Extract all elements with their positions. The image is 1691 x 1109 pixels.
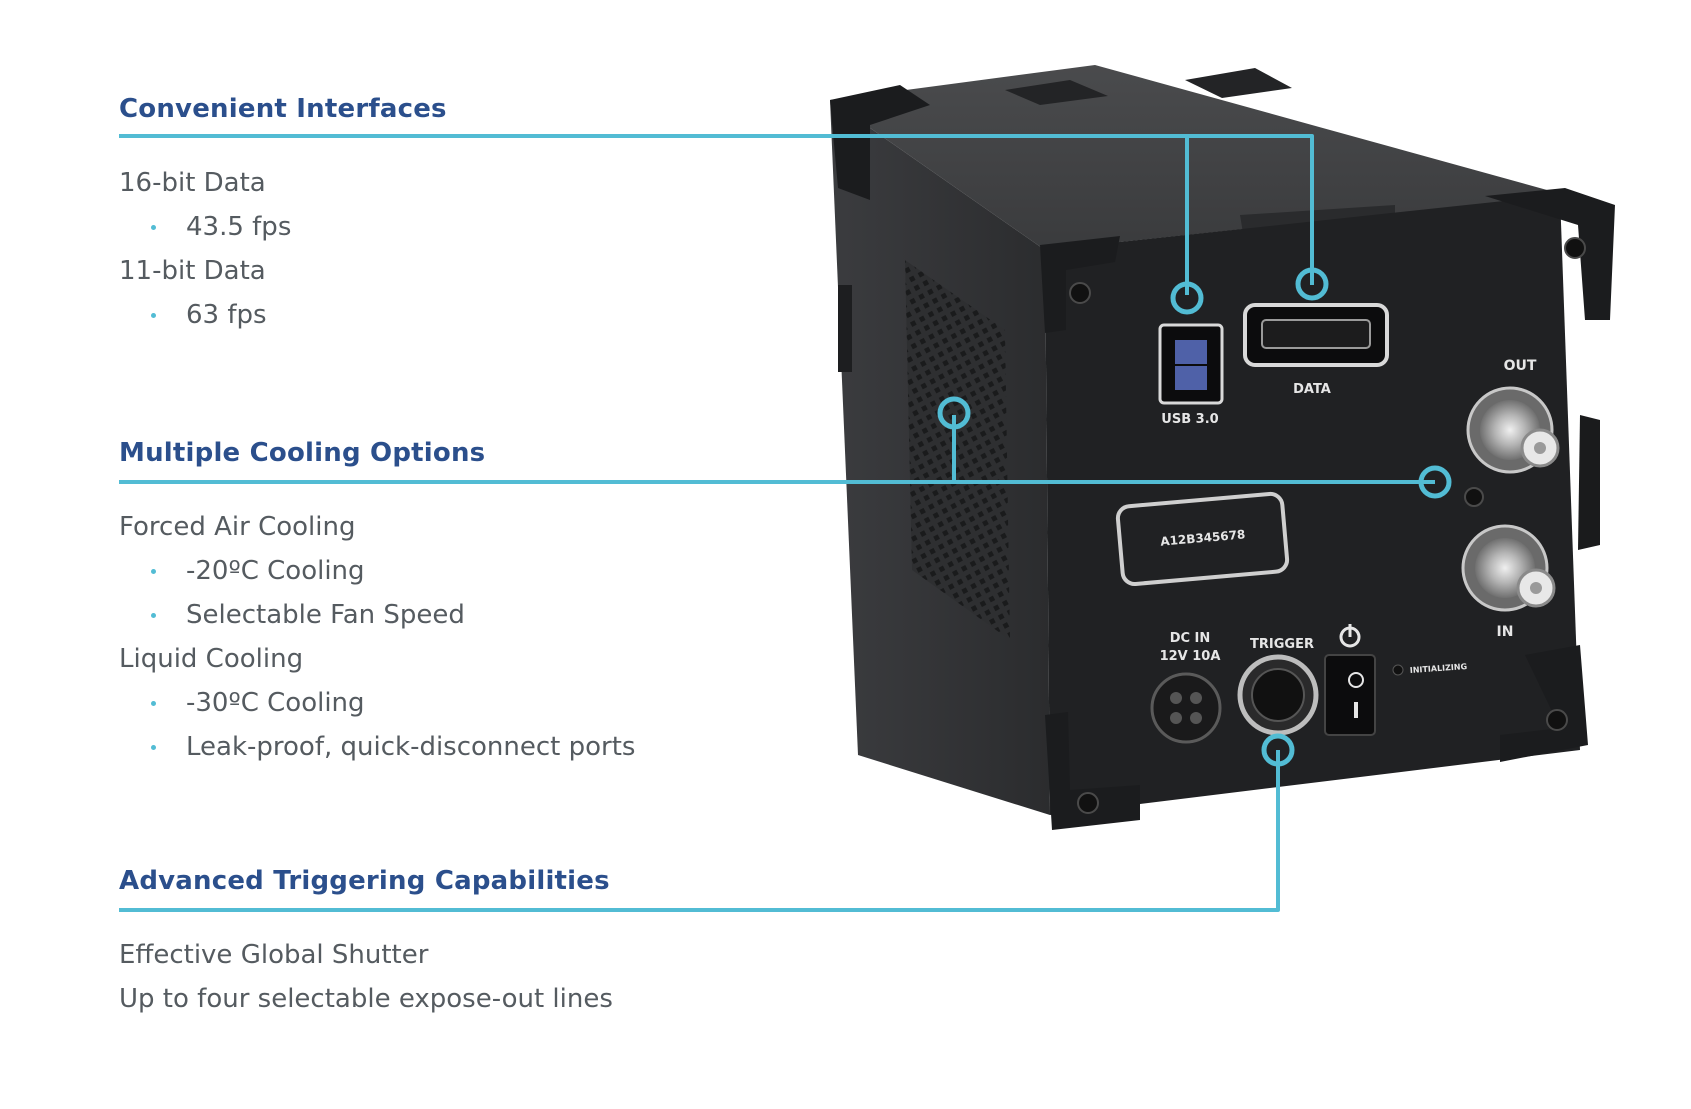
item-global-shutter: Effective Global Shutter [119,940,429,970]
item-fan-speed: Selectable Fan Speed [186,600,465,630]
power-icon [1339,624,1361,648]
callout-interfaces [119,134,1314,285]
section-title-triggering: Advanced Triggering Capabilities [119,866,610,896]
out-label: OUT [1504,358,1537,374]
marker-data [1295,267,1329,301]
dc-in-connector: DC IN 12V 10A [1150,631,1222,744]
usb-label: USB 3.0 [1161,412,1218,427]
power-switch: INITIALIZING [1324,624,1468,736]
out-connector: OUT [1466,358,1560,474]
bullet-dot [151,613,156,618]
corner-bumpers [830,85,1615,830]
item-leak-proof: Leak-proof, quick-disconnect ports [186,732,636,762]
item-11bit-fps: 63 fps [186,300,267,330]
in-label: IN [1497,624,1514,640]
trigger-label: TRIGGER [1250,637,1314,652]
bullet-dot [151,569,156,574]
usb-port: USB 3.0 [1158,323,1224,427]
item-liquid: Liquid Cooling [119,644,304,674]
section-title-cooling: Multiple Cooling Options [119,438,486,468]
marker-usb [1170,281,1204,315]
item-11bit: 11-bit Data [119,256,266,286]
bullet-dot [151,225,156,230]
dc-in-label: DC IN [1170,631,1211,646]
item-16bit-fps: 43.5 fps [186,212,292,242]
trigger-connector: TRIGGER [1237,637,1319,736]
section-title-interfaces: Convenient Interfaces [119,94,447,124]
bullet-dot [151,313,156,318]
bullet-dot [151,701,156,706]
screws [1069,237,1586,814]
camera-side-face [830,100,1050,815]
marker-vent [937,396,971,430]
item-expose-out: Up to four selectable expose-out lines [119,984,613,1014]
item-forced-air-temp: -20ºC Cooling [186,556,365,586]
callout-markers [937,267,1452,767]
marker-trigger [1261,733,1295,767]
item-liquid-temp: -30ºC Cooling [186,688,365,718]
item-forced-air: Forced Air Cooling [119,512,356,542]
dc-in-rating-label: 12V 10A [1160,649,1221,664]
callout-trigger [119,750,1280,912]
item-16bit: 16-bit Data [119,168,266,198]
bullet-dot [151,745,156,750]
data-port: DATA [1243,303,1389,397]
marker-coolant [1418,465,1452,499]
initializing-label: INITIALIZING [1410,662,1468,675]
in-connector: IN [1461,524,1556,640]
data-label: DATA [1293,382,1331,397]
